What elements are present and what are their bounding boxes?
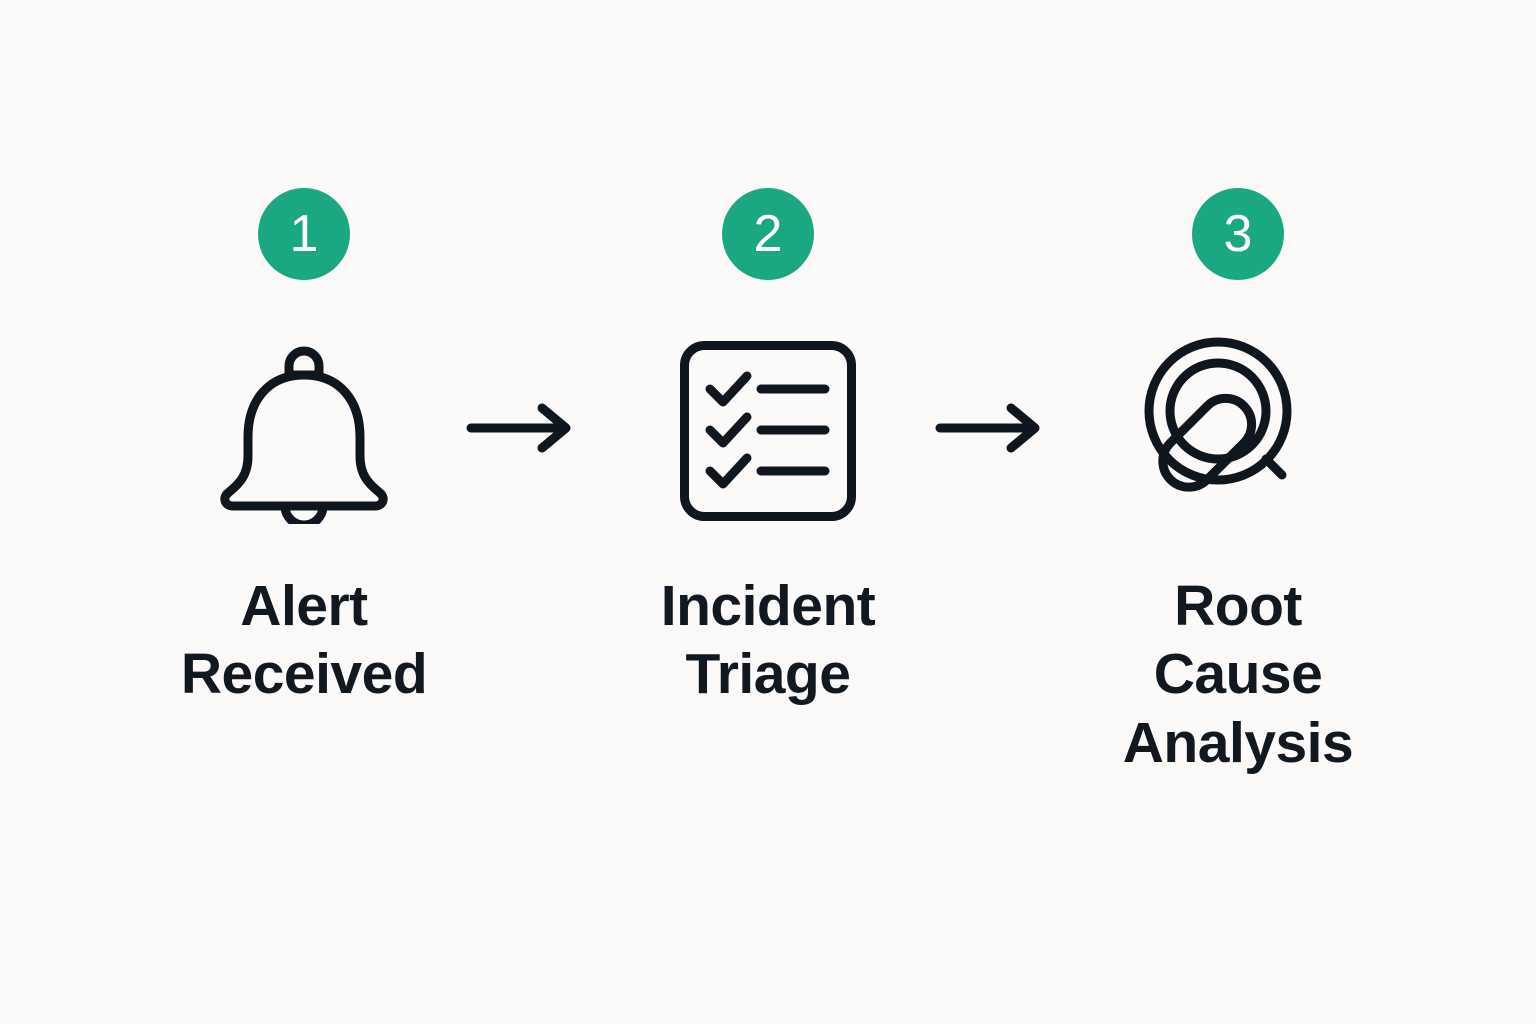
process-step-1: 1 Alert Received bbox=[154, 188, 454, 709]
step-label-3: Root Cause Analysis bbox=[1122, 574, 1354, 775]
magnifier-icon bbox=[1138, 337, 1338, 524]
step-number-label-1: 1 bbox=[289, 205, 319, 263]
step-number-badge-2: 2 bbox=[722, 188, 814, 280]
step-number-badge-3: 3 bbox=[1192, 188, 1284, 280]
step-label-1: Alert Received bbox=[180, 574, 428, 707]
checklist-icon bbox=[668, 338, 868, 524]
process-step-3: 3 Root Cause Analysis bbox=[1088, 188, 1388, 777]
bell-icon bbox=[204, 338, 404, 524]
step-number-label-3: 3 bbox=[1223, 205, 1253, 263]
step-number-label-2: 2 bbox=[753, 205, 783, 263]
step-label-2: Incident Triage bbox=[660, 574, 876, 707]
arrow-right-icon-1 bbox=[466, 400, 576, 456]
process-step-2: 2 Incident Triage bbox=[618, 188, 918, 709]
arrow-right-icon-2 bbox=[935, 400, 1045, 456]
step-number-badge-1: 1 bbox=[258, 188, 350, 280]
